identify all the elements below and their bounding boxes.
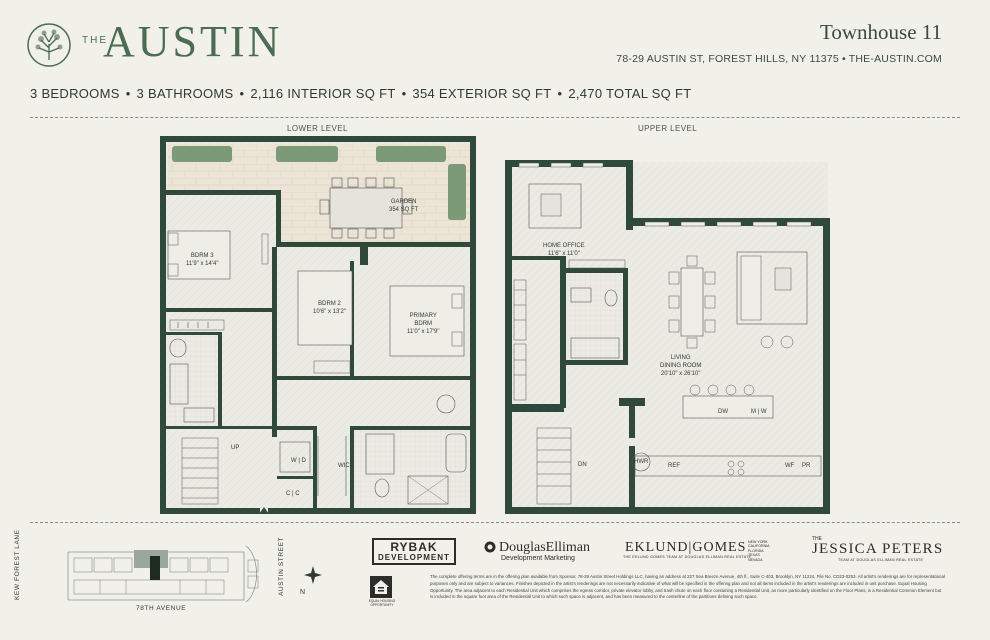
planter: [376, 146, 446, 162]
spec-exterior: 354 EXTERIOR SQ FT: [412, 86, 552, 101]
spec-total: 2,470 TOTAL SQ FT: [568, 86, 692, 101]
upper-level-plan: [505, 160, 830, 514]
sofa: [736, 251, 808, 325]
coat-closet-label: C | C: [286, 491, 300, 497]
stairs-down-label: DN: [578, 462, 587, 468]
kew-forest-lane-label: KEW FOREST LANE: [14, 529, 21, 600]
dishwasher-label: DW: [718, 409, 728, 415]
equal-housing-icon: [370, 576, 392, 598]
tree-logo-icon: [27, 23, 71, 67]
eklund-gomes-states: NEW YORK CALIFORNIA FLORIDA TEXAS NEVADA: [748, 540, 770, 562]
key-plan-map: [67, 545, 259, 603]
eklund-gomes-logo: EKLUND|GOMES: [625, 540, 747, 555]
legal-disclaimer: The complete offering terms are in the o…: [430, 574, 945, 600]
planter: [276, 146, 338, 162]
douglas-elliman-logo: DouglasElliman: [499, 540, 590, 555]
pantry-label: PR: [802, 463, 811, 469]
dining-table: [680, 267, 704, 337]
refrigerator-label: REF: [668, 463, 680, 469]
washer-dryer-label: W | D: [291, 458, 306, 464]
divider-bottom: [30, 522, 960, 523]
unit-location-marker: [150, 556, 160, 580]
jessica-peters-subtitle: TEAM AT DOUGLAS ELLIMAN REAL ESTATE: [838, 558, 924, 562]
unit-title: Townhouse 11: [820, 20, 942, 44]
north-label: N: [300, 589, 306, 596]
unit-specs: 3 BEDROOMS•3 BATHROOMS•2,116 INTERIOR SQ…: [30, 86, 692, 101]
divider-top: [30, 117, 960, 118]
78th-avenue-label: 78TH AVENUE: [136, 605, 187, 612]
planter: [448, 164, 466, 220]
office-desk: [528, 183, 582, 229]
compass-icon: [304, 566, 322, 584]
kitchen-island: [682, 395, 774, 419]
jessica-peters-the: THE: [812, 536, 822, 542]
brand-name: AUSTIN: [103, 17, 283, 66]
wine-fridge-label: WF: [785, 463, 795, 469]
spec-bathrooms: 3 BATHROOMS: [136, 86, 234, 101]
spec-bedrooms: 3 BEDROOMS: [30, 86, 120, 101]
lower-level-label: LOWER LEVEL: [287, 124, 348, 133]
planter: [172, 146, 232, 162]
douglas-elliman-subtitle: Development Marketing: [501, 555, 575, 562]
austin-street-label: AUSTIN STREET: [278, 536, 285, 596]
brand-the-text: THE: [82, 35, 108, 46]
equal-housing-text: EQUAL HOUSING OPPORTUNITY: [368, 599, 396, 607]
eklund-gomes-subtitle: THE EKLUND GOMES TEAM AT DOUGLAS ELLIMAN…: [623, 555, 752, 559]
entry-marker: [259, 507, 269, 514]
spec-interior: 2,116 INTERIOR SQ FT: [250, 86, 396, 101]
lower-level-plan: [160, 136, 476, 514]
unit-address: 78-29 AUSTIN ST, FOREST HILLS, NY 11375 …: [616, 53, 942, 65]
upper-level-label: UPPER LEVEL: [638, 124, 698, 133]
jessica-peters-logo: JESSICA PETERS: [812, 541, 944, 557]
walk-in-closet-label: WIC: [338, 463, 350, 469]
garden-table: [329, 187, 403, 229]
douglas-elliman-mark-icon: [484, 541, 496, 553]
microwave-label: M | W: [751, 409, 767, 415]
stairs-up-label: UP: [231, 445, 240, 451]
hwr-label: HWR: [634, 459, 649, 465]
